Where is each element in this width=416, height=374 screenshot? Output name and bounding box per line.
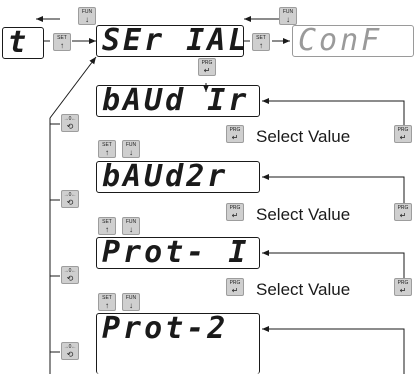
arrow-down-icon: ↓ — [129, 225, 133, 234]
prg-key-label: PRG — [229, 205, 241, 211]
zero-cycle-key-2[interactable]: →0← ⟲ — [61, 190, 79, 208]
feedback-4 — [262, 326, 405, 374]
cycle-icon: ⟲ — [66, 198, 74, 207]
set-key-label: SET — [102, 219, 112, 225]
fun-key-row-1[interactable]: FUN ↓ — [122, 140, 140, 158]
zero-icon: →0← — [63, 344, 77, 350]
enter-icon: ↵ — [399, 211, 407, 220]
display-baud1r: bAUd Ir — [96, 85, 260, 117]
set-key-top-right[interactable]: SET ↑ — [252, 33, 270, 51]
enter-icon: ↵ — [399, 133, 407, 142]
arrow-up-icon: ↑ — [60, 41, 64, 50]
arrow-up-icon: ↑ — [105, 148, 109, 157]
set-key-label: SET — [256, 35, 266, 41]
zero-icon: →0← — [63, 192, 77, 198]
cycle-icon: ⟲ — [66, 274, 74, 283]
select-value-label-2: Select Value — [256, 205, 351, 224]
zero-icon: →0← — [63, 116, 77, 122]
prg-key-2[interactable]: PRG ↵ — [226, 203, 244, 221]
enter-icon: ↵ — [203, 66, 211, 75]
arrow-up-icon: ↑ — [259, 41, 263, 50]
fun-key-row-2[interactable]: FUN ↓ — [122, 217, 140, 235]
fun-key-label: FUN — [125, 142, 137, 148]
set-key-row-1[interactable]: SET ↑ — [98, 140, 116, 158]
fun-key-label: FUN — [125, 295, 137, 301]
fun-key-label: FUN — [81, 9, 93, 15]
fun-key-top-left[interactable]: FUN ↓ — [78, 7, 96, 25]
display-baud2r: bAUd2r — [96, 161, 260, 193]
cycle-icon: ⟲ — [66, 122, 74, 131]
prg-key-label: PRG — [397, 205, 409, 211]
display-left: t — [2, 27, 44, 59]
fun-key-label: FUN — [125, 219, 137, 225]
set-key-label: SET — [102, 142, 112, 148]
fun-key-row-3[interactable]: FUN ↓ — [122, 293, 140, 311]
prg-key-right-2[interactable]: PRG ↵ — [394, 203, 412, 221]
enter-icon: ↵ — [399, 286, 407, 295]
display-prot2: Prot-2 — [96, 313, 260, 374]
arrow-down-icon: ↓ — [85, 15, 89, 24]
select-value-label-1: Select Value — [256, 127, 351, 146]
prg-key-right-3[interactable]: PRG ↵ — [394, 278, 412, 296]
display-prot1: Prot- I — [96, 237, 260, 269]
prg-key-label: PRG — [229, 280, 241, 286]
zero-cycle-key-3[interactable]: →0← ⟲ — [61, 266, 79, 284]
prg-key-label: PRG — [201, 60, 213, 66]
select-value-label-3: Select Value — [256, 280, 351, 299]
arrow-up-icon: ↑ — [105, 225, 109, 234]
arrow-return-to-serial — [49, 56, 97, 119]
zero-cycle-key-4[interactable]: →0← ⟲ — [61, 342, 79, 360]
prg-key-1[interactable]: PRG ↵ — [226, 125, 244, 143]
prg-key-3[interactable]: PRG ↵ — [226, 278, 244, 296]
arrow-down-icon: ↓ — [129, 148, 133, 157]
zero-icon: →0← — [63, 268, 77, 274]
display-conf: ConF — [292, 25, 414, 57]
prg-key-right-1[interactable]: PRG ↵ — [394, 125, 412, 143]
enter-icon: ↵ — [231, 133, 239, 142]
prg-key-top[interactable]: PRG ↵ — [198, 58, 216, 76]
set-key-label: SET — [102, 295, 112, 301]
fun-key-label: FUN — [282, 9, 294, 15]
fun-key-top-right[interactable]: FUN ↓ — [279, 7, 297, 25]
cycle-icon: ⟲ — [66, 350, 74, 359]
enter-icon: ↵ — [231, 286, 239, 295]
set-key-top-left[interactable]: SET ↑ — [53, 33, 71, 51]
prg-key-label: PRG — [397, 280, 409, 286]
display-serial: SEr IAL — [96, 25, 244, 57]
set-key-row-2[interactable]: SET ↑ — [98, 217, 116, 235]
prg-key-label: PRG — [229, 127, 241, 133]
prg-key-label: PRG — [397, 127, 409, 133]
arrow-up-icon: ↑ — [105, 301, 109, 310]
enter-icon: ↵ — [231, 211, 239, 220]
arrow-down-icon: ↓ — [129, 301, 133, 310]
set-key-row-3[interactable]: SET ↑ — [98, 293, 116, 311]
arrow-down-icon: ↓ — [286, 15, 290, 24]
zero-cycle-key-1[interactable]: →0← ⟲ — [61, 114, 79, 132]
set-key-label: SET — [57, 35, 67, 41]
